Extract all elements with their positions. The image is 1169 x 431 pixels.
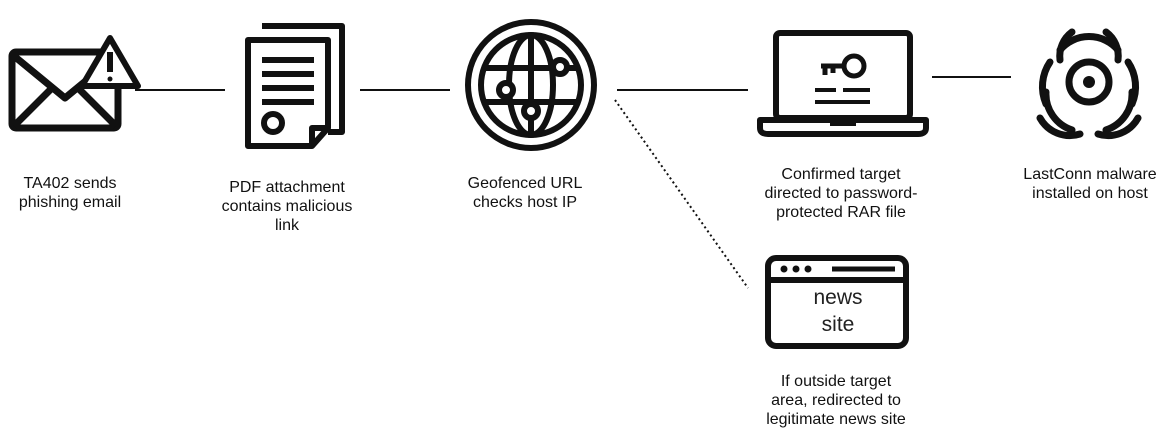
news-window-text-line2: site [822, 313, 855, 336]
globe-network-icon [465, 19, 597, 151]
step-label-rar: Confirmed target directed to password- p… [764, 166, 918, 221]
step-label-news: If outside target area, redirected to le… [766, 373, 906, 428]
laptop-key-icon [757, 30, 929, 137]
browser-window-icon: news site [765, 255, 909, 349]
step-label-email: TA402 sends phishing email [18, 175, 122, 211]
document-icon [245, 23, 345, 149]
news-window-text-line1: news [813, 286, 862, 309]
connector-url-news-dotted [614, 99, 749, 289]
step-label-pdf: PDF attachment contains malicious link [221, 179, 353, 234]
step-label-malware: LastConn malware installed on host [1023, 166, 1157, 202]
email-warning-icon [8, 35, 141, 132]
step-label-url: Geofenced URL checks host IP [467, 175, 583, 211]
biohazard-icon [1036, 28, 1142, 140]
